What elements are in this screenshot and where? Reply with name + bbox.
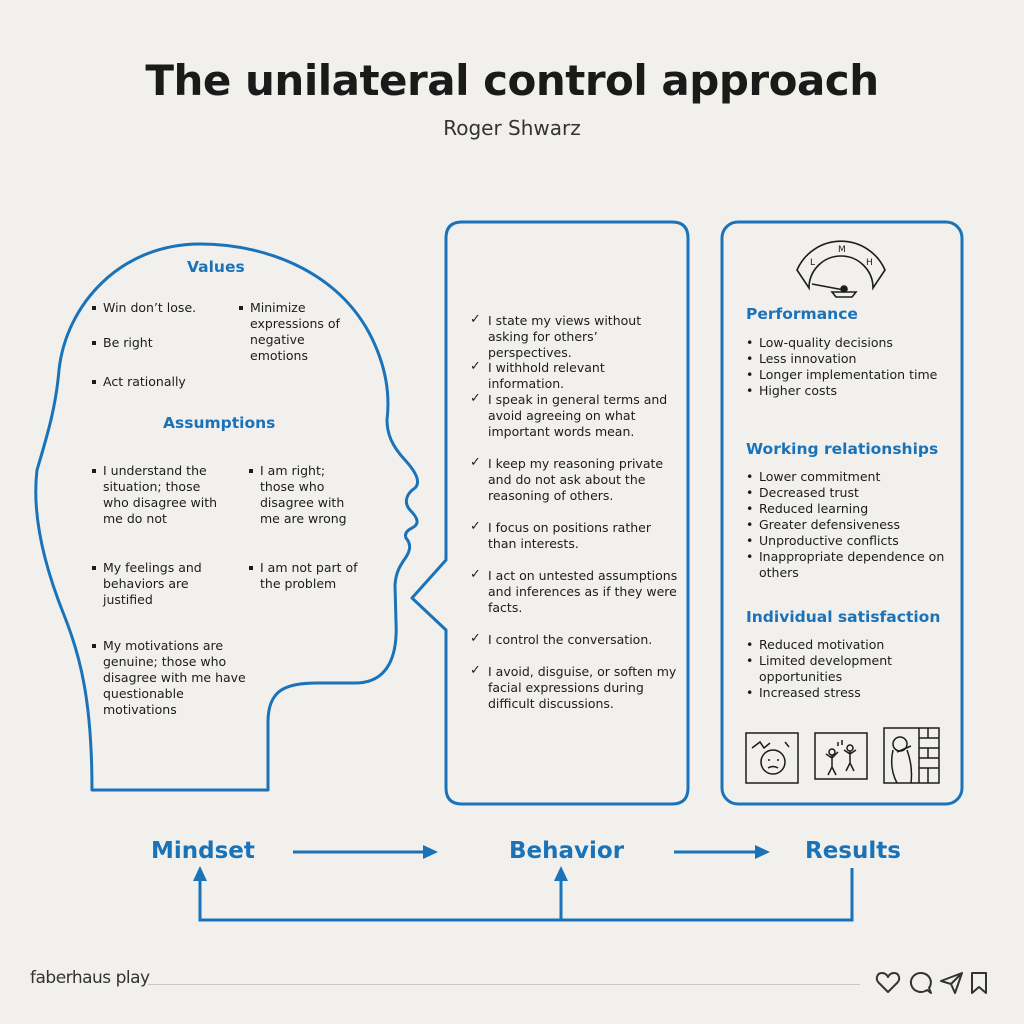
results-box [720, 220, 964, 806]
checkmark-icon: ✓ [470, 312, 481, 327]
list-item: Less innovation [746, 351, 946, 367]
list-item: Increased stress [746, 685, 946, 701]
flow-label-behavior: Behavior [509, 838, 625, 864]
arrow-up-to-behavior [554, 866, 568, 881]
arrow-behavior-to-results [755, 845, 770, 859]
values-heading: Values [187, 258, 245, 276]
brand-logo: faberhaus play [30, 968, 150, 988]
list-item: Longer implementation time [746, 367, 946, 383]
assumption-item: I am right; those who disagree with me a… [249, 463, 360, 527]
behavior-item: I focus on positions rather than interes… [488, 520, 651, 551]
checkmark-icon: ✓ [470, 567, 481, 582]
relationships-list: Lower commitment Decreased trust Reduced… [746, 469, 946, 581]
behavior-item: I avoid, disguise, or soften my facial e… [488, 664, 677, 711]
relationships-heading: Working relationships [746, 440, 939, 458]
behavior-item: I withhold relevant information. [488, 360, 605, 391]
stressed-person-icon [745, 732, 799, 784]
list-item: Higher costs [746, 383, 946, 399]
list-item: Limited development opportunities [746, 653, 946, 685]
performance-heading: Performance [746, 305, 858, 323]
list-item: Greater defensiveness [746, 517, 946, 533]
assumption-item: My feelings and behaviors are justified [92, 560, 213, 608]
value-item: Act rationally [92, 374, 186, 389]
checkmark-icon: ✓ [470, 519, 481, 534]
assumption-item: I am not part of the problem [249, 560, 360, 592]
behavior-bubble [410, 220, 690, 806]
list-item: Lower commitment [746, 469, 946, 485]
satisfaction-list: Reduced motivation Limited development o… [746, 637, 946, 701]
list-item: Unproductive conflicts [746, 533, 946, 549]
comment-icon[interactable] [907, 970, 933, 996]
head-outline [34, 242, 420, 792]
send-icon[interactable] [939, 970, 965, 996]
page-title: The unilateral control approach [145, 56, 879, 105]
flow-label-results: Results [805, 838, 901, 864]
gauge-label-low: L [810, 258, 815, 268]
flow-arrows [198, 850, 854, 922]
gauge-label-high: H [866, 258, 873, 268]
gauge-label-mid: M [838, 245, 846, 255]
list-item: Reduced motivation [746, 637, 946, 653]
behavior-item: I keep my reasoning private and do not a… [488, 456, 664, 503]
footer-divider [148, 984, 860, 985]
behavior-item: I act on untested assumptions and infere… [488, 568, 678, 615]
arrow-mindset-to-behavior [423, 845, 438, 859]
list-item: Inappropriate dependence on others [746, 549, 946, 581]
checkmark-icon: ✓ [470, 631, 481, 646]
value-item: Be right [92, 335, 153, 350]
checkmark-icon: ✓ [470, 455, 481, 470]
person-against-wall-icon [883, 727, 940, 784]
list-item: Low-quality decisions [746, 335, 946, 351]
heart-icon[interactable] [875, 970, 901, 996]
performance-list: Low-quality decisions Less innovation Lo… [746, 335, 946, 399]
list-item: Reduced learning [746, 501, 946, 517]
gauge-icon [796, 240, 886, 298]
list-item: Decreased trust [746, 485, 946, 501]
value-item: Minimize expressions of negative emotion… [239, 300, 350, 364]
behavior-item: I state my views without asking for othe… [488, 313, 642, 360]
bookmark-icon[interactable] [968, 970, 990, 996]
checkmark-icon: ✓ [470, 359, 481, 374]
assumption-item: My motivations are genuine; those who di… [92, 638, 253, 718]
conflict-figures-icon [814, 732, 868, 780]
flow-label-mindset: Mindset [151, 838, 255, 864]
satisfaction-heading: Individual satisfaction [746, 608, 941, 626]
page-subtitle: Roger Shwarz [443, 116, 581, 140]
checkmark-icon: ✓ [470, 391, 481, 406]
checkmark-icon: ✓ [470, 663, 481, 678]
assumption-item: I understand the situation; those who di… [92, 463, 221, 527]
value-item: Win don’t lose. [91, 300, 197, 315]
arrow-up-to-mindset [193, 866, 207, 881]
behavior-item: I control the conversation. [488, 632, 653, 647]
behavior-item: I speak in general terms and avoid agree… [488, 392, 668, 439]
assumptions-heading: Assumptions [163, 414, 276, 432]
